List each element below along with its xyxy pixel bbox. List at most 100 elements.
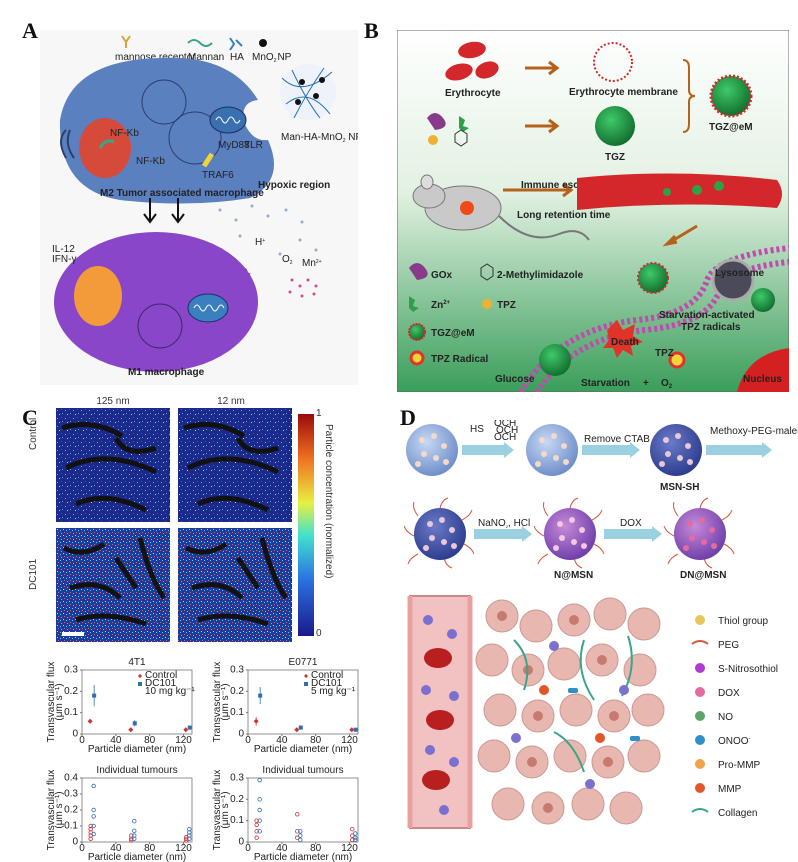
methylimidazole-small-icon xyxy=(454,129,468,147)
mpts-group-2: OCH xyxy=(496,425,518,436)
colorbar-gradient xyxy=(298,414,314,636)
panel-label-c: C xyxy=(22,405,38,430)
data-point xyxy=(187,836,192,841)
col-title-125nm: 125 nm xyxy=(96,396,130,407)
xtick-label: 80 xyxy=(310,843,322,854)
tgz-em-legend-icon xyxy=(408,323,426,341)
data-point xyxy=(353,837,358,843)
peg-note-label: Methoxy-PEG-maleimide xyxy=(710,426,798,437)
xtick-label: 120 xyxy=(175,843,192,854)
m1-macrophage-cell xyxy=(54,232,258,372)
data-point xyxy=(187,725,192,730)
data-point xyxy=(132,818,137,824)
data-point xyxy=(254,818,259,823)
nucleus-label: Nucleus xyxy=(743,374,782,385)
methylimidazole-legend-icon xyxy=(480,263,494,281)
data-point xyxy=(353,831,358,836)
ytick-label: 0.1 xyxy=(64,821,78,832)
plot-ylabel-unit-3: (μm s⁻¹) xyxy=(220,791,231,828)
xtick-label: 120 xyxy=(175,735,192,746)
data-point xyxy=(350,826,355,832)
ytick-label: 0.1 xyxy=(230,815,244,826)
data-point xyxy=(184,836,189,841)
xtick-label: 40 xyxy=(110,735,122,746)
data-point xyxy=(183,727,189,733)
data-point xyxy=(91,807,96,813)
data-point xyxy=(295,812,300,817)
map-control-12nm xyxy=(178,408,292,522)
myd88-label: MyD88 xyxy=(218,140,250,151)
legend-tpz-radical: TPZ Radical xyxy=(431,354,488,365)
ytick-label: 0.3 xyxy=(230,665,244,676)
starvation-label: Starvation xyxy=(581,378,630,389)
particle-concentration-maps xyxy=(56,408,292,642)
legend-d-swatch-2 xyxy=(695,663,705,673)
m1-label: M1 macrophage xyxy=(128,367,205,378)
msn-particle-2 xyxy=(526,424,578,476)
m1-nucleus xyxy=(74,266,122,326)
legend-mno2: MnO2NP xyxy=(252,52,292,64)
plus-label: + xyxy=(643,378,649,389)
tgz-em-icon xyxy=(709,74,753,118)
data-point xyxy=(88,826,93,832)
data-point xyxy=(91,831,96,837)
cytokine-il12: IL-12 xyxy=(52,244,75,255)
mn-label: Mn2+ xyxy=(302,258,322,269)
data-point xyxy=(91,823,96,829)
msn-sh-label: MSN-SH xyxy=(660,482,699,493)
n-msn-label: N@MSN xyxy=(554,570,593,581)
legend-d-swatch-0 xyxy=(695,615,705,625)
legend-d-swatch-1 xyxy=(691,640,709,645)
long-retention-label: Long retention time xyxy=(517,210,611,221)
data-point xyxy=(187,830,192,835)
mannose-receptor-icon xyxy=(121,35,131,48)
o2-label-b: O2 xyxy=(661,378,673,390)
panel-d-legend: Thiol groupPEGS-NitrosothiolDOXNOONOO-Pr… xyxy=(691,615,778,819)
plot-title-3: Individual tumours xyxy=(262,765,343,776)
n-msn-particle xyxy=(533,497,605,569)
legend-d-swatch-8 xyxy=(691,808,709,813)
mpts-group-1: OCH xyxy=(494,420,516,429)
mouse-icon xyxy=(412,174,590,241)
legend-dc101-marker xyxy=(304,682,308,686)
data-point xyxy=(88,823,93,829)
plot-title-0: 4T1 xyxy=(128,657,146,668)
glucose-label: Glucose xyxy=(495,374,535,385)
legend-tgz-em: TGZ@eM xyxy=(431,328,475,339)
legend-control-marker xyxy=(138,674,142,678)
zn-legend-icon xyxy=(409,296,419,312)
ytick-label: 0 xyxy=(72,729,78,740)
colorbar-tick-min: 0 xyxy=(316,628,322,639)
ytick-label: 0.4 xyxy=(64,773,78,784)
plot-frame-2 xyxy=(81,777,193,843)
blood-vessel xyxy=(577,173,782,210)
nucleus-shape xyxy=(737,348,789,392)
scale-bar xyxy=(62,632,84,636)
legend-control-label: Control xyxy=(145,670,177,681)
panel-b-diagram: Erythrocyte Erythrocyte membrane TGZ TGZ… xyxy=(397,30,789,392)
data-point xyxy=(257,777,262,783)
data-point xyxy=(349,727,355,733)
mannan-icon xyxy=(187,39,213,47)
data-point xyxy=(128,727,134,733)
legend-dc101-label: DC101 xyxy=(145,678,177,689)
dn-msn-label: DN@MSN xyxy=(680,570,726,581)
data-point xyxy=(187,833,192,838)
mpts-label: HS xyxy=(470,424,484,435)
tgz-icon xyxy=(595,106,635,146)
data-point xyxy=(132,721,137,726)
arrow-tgz xyxy=(525,118,560,134)
legend-dose-label: 10 mg kg⁻¹ xyxy=(145,686,195,697)
data-point xyxy=(129,836,134,841)
xtick-label: 120 xyxy=(341,843,358,854)
plot-xlabel-1: Particle diameter (nm) xyxy=(254,744,352,755)
legend-d-label-5: ONOO- xyxy=(718,736,751,747)
ytick-label: 0.3 xyxy=(64,665,78,676)
nano2-label: NaNO2, HCl xyxy=(478,518,530,529)
data-point xyxy=(353,727,358,732)
data-point xyxy=(298,837,303,843)
arrow-injection xyxy=(503,182,574,198)
tpz-radicals-label: TPZ radicals xyxy=(681,322,741,333)
